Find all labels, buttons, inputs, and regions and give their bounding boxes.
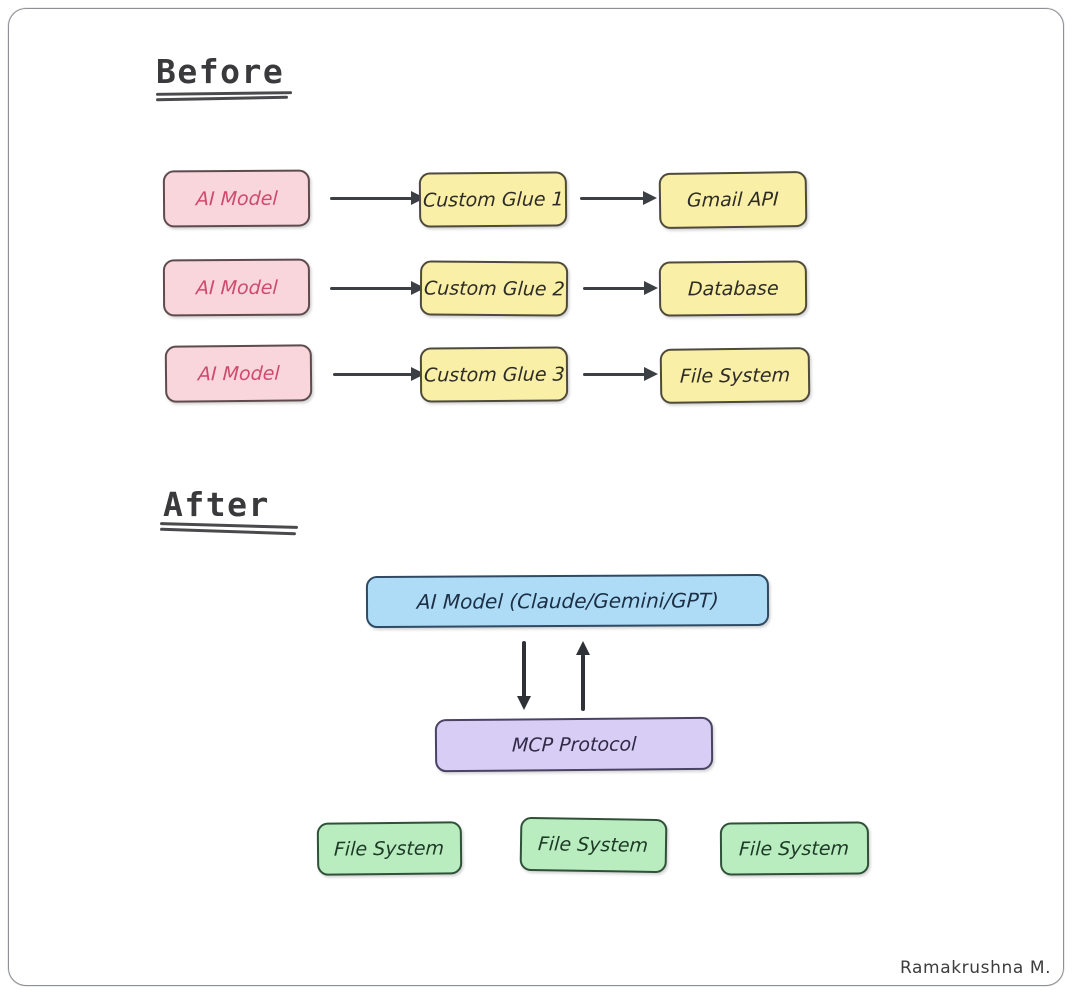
arrow-row3-left <box>333 364 425 384</box>
box-ai-model-2[interactable]: AI Model <box>162 258 311 317</box>
box-file-system-3[interactable]: File System <box>719 821 870 876</box>
box-label: Custom Glue 1 <box>422 187 564 212</box>
box-file-system-2[interactable]: File System <box>519 816 668 874</box>
box-ai-model-unified[interactable]: AI Model (Claude/Gemini/GPT) <box>365 573 770 629</box>
box-label: File System <box>738 837 851 860</box>
box-label: File System <box>333 836 445 861</box>
box-file-system-before[interactable]: File System <box>659 347 811 404</box>
section-heading-before: Before <box>156 52 285 91</box>
box-label: Gmail API <box>686 188 780 212</box>
heading-underline-before <box>155 91 293 102</box>
box-mcp-protocol[interactable]: MCP Protocol <box>434 716 714 773</box>
box-ai-model-1[interactable]: AI Model <box>162 169 311 228</box>
box-custom-glue-2[interactable]: Custom Glue 2 <box>419 260 569 317</box>
canvas-frame <box>8 8 1064 986</box>
box-label: AI Model <box>197 362 280 385</box>
box-label: Custom Glue 2 <box>422 277 565 300</box>
box-label: AI Model <box>195 187 278 210</box>
arrow-model-to-protocol <box>514 641 534 711</box>
arrow-protocol-to-model <box>573 641 593 711</box>
arrow-row1-right <box>580 188 658 208</box>
author-signature: Ramakrushna M. <box>900 958 1052 978</box>
box-label: File System <box>537 833 650 857</box>
box-file-system-1[interactable]: File System <box>316 821 463 876</box>
box-label: Database <box>687 277 779 300</box>
arrow-row2-right <box>583 278 659 298</box>
box-label: File System <box>679 363 791 388</box>
box-custom-glue-3[interactable]: Custom Glue 3 <box>419 346 569 403</box>
box-database[interactable]: Database <box>658 260 808 317</box>
arrow-row3-right <box>583 364 659 384</box>
box-label: AI Model <box>195 276 278 299</box>
box-label: AI Model (Claude/Gemini/GPT) <box>416 588 719 614</box>
box-label: MCP Protocol <box>511 732 637 757</box>
box-ai-model-3[interactable]: AI Model <box>164 344 313 403</box>
section-heading-after: After <box>163 485 270 524</box>
box-label: Custom Glue 3 <box>423 363 565 386</box>
arrow-row2-left <box>330 278 425 298</box>
box-custom-glue-1[interactable]: Custom Glue 1 <box>418 171 568 228</box>
box-gmail-api[interactable]: Gmail API <box>658 170 808 230</box>
heading-underline-after <box>159 522 300 536</box>
arrow-row1-left <box>330 188 425 208</box>
